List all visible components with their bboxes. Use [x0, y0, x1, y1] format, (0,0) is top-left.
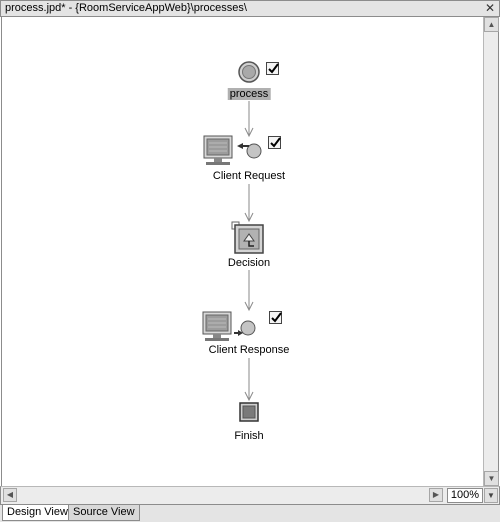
vertical-scrollbar[interactable]: ▲ ▼	[483, 17, 499, 486]
canvas-bottom-bar: ◀ ▶ 100% ▼	[0, 486, 500, 504]
flow-connectors	[244, 101, 254, 402]
connector-arrowhead	[244, 301, 254, 312]
scroll-up-icon[interactable]: ▲	[484, 17, 499, 32]
start-node-checkbox[interactable]	[266, 62, 279, 75]
start-node-icon[interactable]	[237, 60, 261, 84]
view-tab-bar: Design View Source View	[0, 504, 500, 522]
connector-arrowhead	[244, 391, 254, 402]
client-request-icon[interactable]	[203, 135, 265, 171]
client-request-checkbox[interactable]	[268, 136, 281, 149]
close-icon[interactable]: ✕	[484, 1, 495, 15]
client-request-label[interactable]: Client Request	[212, 170, 286, 182]
scroll-left-icon[interactable]: ◀	[3, 488, 17, 502]
tab-design-view[interactable]: Design View	[2, 505, 73, 521]
client-response-icon[interactable]	[202, 311, 262, 347]
horizontal-scrollbar[interactable]: ◀ ▶	[3, 488, 443, 503]
document-title-bar: process.jpd* - {RoomServiceAppWeb}\proce…	[0, 0, 500, 17]
connector-arrowhead	[244, 127, 254, 138]
client-response-label[interactable]: Client Response	[208, 344, 290, 356]
decision-icon[interactable]	[231, 221, 265, 255]
client-response-checkbox[interactable]	[269, 311, 282, 324]
tab-source-view[interactable]: Source View	[68, 505, 140, 521]
scroll-down-icon[interactable]: ▼	[484, 471, 499, 486]
finish-label[interactable]: Finish	[234, 430, 264, 442]
document-title: process.jpd* - {RoomServiceAppWeb}\proce…	[5, 2, 247, 14]
decision-label[interactable]: Decision	[227, 257, 271, 269]
scroll-right-icon[interactable]: ▶	[429, 488, 443, 502]
connector-arrowhead	[244, 212, 254, 223]
process-design-canvas[interactable]: process Client Request Decision	[1, 17, 483, 486]
start-node-label[interactable]: process	[227, 88, 271, 100]
finish-node-icon[interactable]	[239, 402, 259, 422]
zoom-level-field[interactable]: 100%	[447, 488, 483, 503]
zoom-dropdown-icon[interactable]: ▼	[484, 488, 498, 503]
